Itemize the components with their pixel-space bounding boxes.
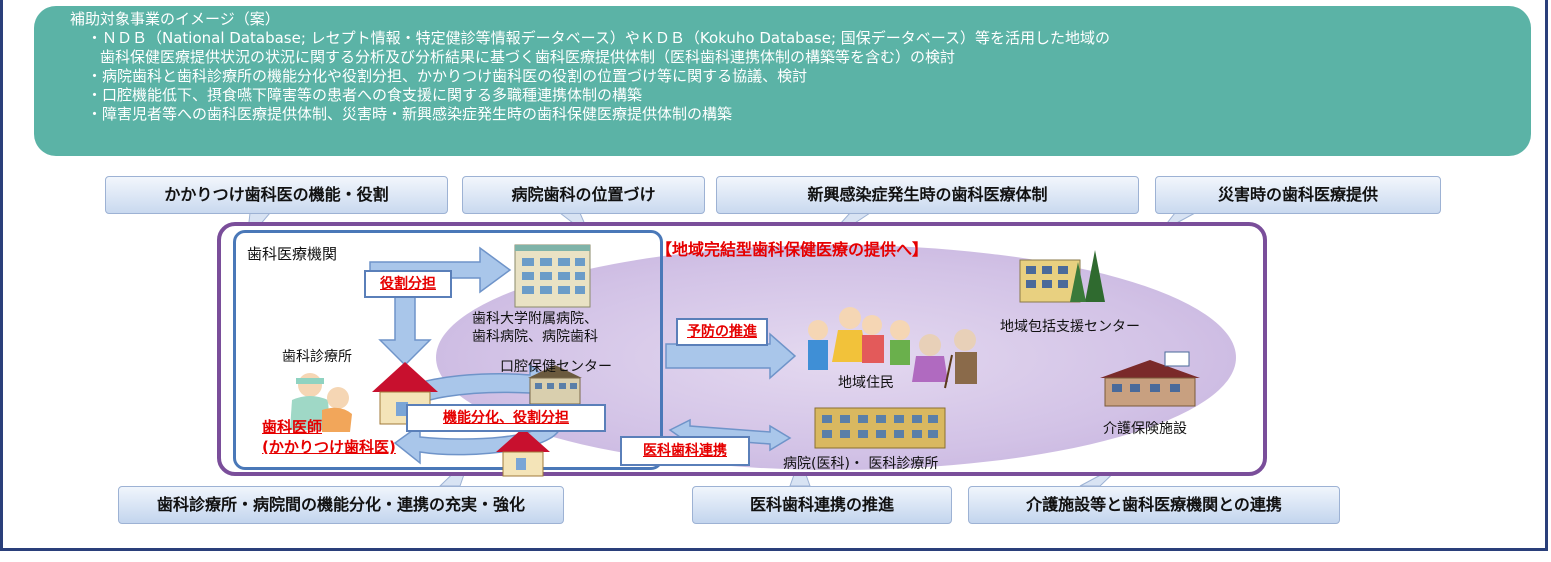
banner-item: ・ＮＤＢ（National Database; レセプト情報・特定健診等情報デー… xyxy=(87,29,1111,47)
arrow-down xyxy=(378,289,432,367)
callout-clinic-hospital: 歯科診療所・病院間の機能分化・連携の充実・強化 xyxy=(118,486,564,524)
hospital-clinic-label: 病院(医科)・ 医科診療所 xyxy=(783,456,939,472)
headline: 【地域完結型歯科保健医療の提供へ】 xyxy=(656,240,929,259)
residents-label: 地域住民 xyxy=(838,375,894,391)
outer-frame xyxy=(0,0,1548,551)
dentist-label-1: 歯科医師 xyxy=(262,418,323,436)
banner-item: 歯科保健医療提供状況の状況に関する分析及び分析結果に基づく歯科医療提供体制（医科… xyxy=(100,48,956,66)
role-share-label: 役割分担 xyxy=(364,270,452,298)
support-center-icon xyxy=(1019,250,1105,303)
clinic-house-icon xyxy=(372,362,438,425)
university-hospital-icon xyxy=(514,244,591,308)
prevention-label: 予防の推進 xyxy=(676,318,768,346)
callout-family-dentist: かかりつけ歯科医の機能・役割 xyxy=(105,176,448,214)
institution-label: 歯科医療機関 xyxy=(247,245,338,263)
callout-disaster: 災害時の歯科医療提供 xyxy=(1155,176,1441,214)
care-facility-icon xyxy=(1100,351,1200,407)
callout-medical-dental: 医科歯科連携の推進 xyxy=(692,486,952,524)
institution-box xyxy=(233,230,663,470)
residents-illustration xyxy=(808,307,977,389)
care-facility-label: 介護保険施設 xyxy=(1103,421,1187,437)
banner-title: 補助対象事業のイメージ（案） xyxy=(70,10,280,28)
medical-dental-label: 医科歯科連携 xyxy=(620,436,750,466)
oral-center-icon xyxy=(528,365,582,405)
hospital-clinic-icon xyxy=(814,407,946,449)
dentist-label-2: (かかりつけ歯科医) xyxy=(262,438,396,456)
oral-center-label: 口腔保健センター xyxy=(500,359,612,375)
support-center-label: 地域包括支援センター xyxy=(1000,319,1140,335)
banner-item: ・病院歯科と歯科診療所の機能分化や役割分担、かかりつけ歯科医の役割の位置づけ等に… xyxy=(87,67,808,85)
small-house-icon xyxy=(496,428,550,477)
callout-infection: 新興感染症発生時の歯科医療体制 xyxy=(716,176,1139,214)
callout-care-facility: 介護施設等と歯科医療機関との連携 xyxy=(968,486,1340,524)
university-hospital-label-2: 歯科病院、病院歯科 xyxy=(472,329,598,345)
function-division-label: 機能分化、役割分担 xyxy=(406,404,606,432)
dental-clinic-label: 歯科診療所 xyxy=(282,349,352,365)
subsidy-banner: 補助対象事業のイメージ（案） ・ＮＤＢ（National Database; レ… xyxy=(34,6,1531,156)
dentist-illustration xyxy=(290,373,352,432)
banner-item: ・口腔機能低下、摂食嚥下障害等の患者への食支援に関する多職種連携体制の構築 xyxy=(87,86,643,104)
university-hospital-label-1: 歯科大学附属病院、 xyxy=(472,311,598,327)
banner-item: ・障害児者等への歯科医療提供体制、災害時・新興感染症発生時の歯科保健医療提供体制… xyxy=(87,105,733,123)
callout-hospital-dentistry: 病院歯科の位置づけ xyxy=(462,176,705,214)
